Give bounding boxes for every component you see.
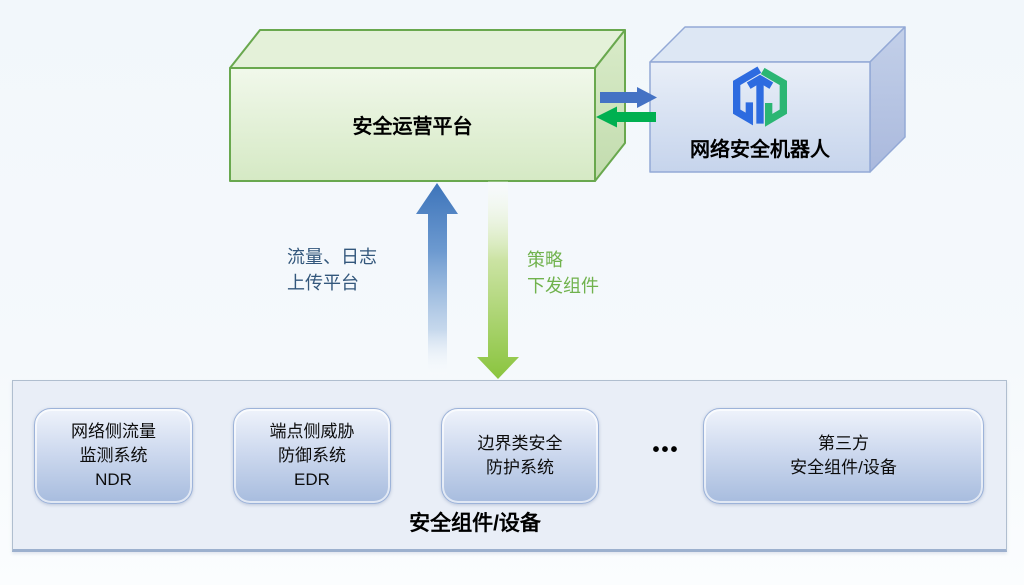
arrow-up-blue — [416, 183, 458, 378]
platform-box-top — [229, 29, 626, 69]
upload-flow-label: 流量、日志 上传平台 — [287, 244, 377, 296]
upload-flow-label-line2: 上传平台 — [287, 273, 359, 293]
component-box-ndr-line1: 网络侧流量 — [71, 422, 156, 441]
component-box-edr-line1: 端点侧威胁 — [269, 422, 355, 441]
robot-box-label: 网络安全机器人 — [690, 139, 830, 161]
component-box-thirdparty-line1: 第三方 — [818, 434, 869, 453]
dispatch-flow-label-line2: 下发组件 — [527, 276, 599, 296]
components-panel: 网络侧流量 监测系统 NDR 端点侧威胁 防御系统 EDR 边界类安全 防护系统… — [12, 380, 1007, 552]
component-box-edr-line3: EDR — [294, 470, 330, 489]
component-box-ndr: 网络侧流量 监测系统 NDR — [34, 408, 193, 504]
upload-flow-label-line1: 流量、日志 — [287, 247, 377, 267]
arrow-down-green — [477, 181, 519, 379]
component-box-ndr-line3: NDR — [95, 470, 132, 489]
robot-box-content: 网络安全机器人 — [650, 62, 870, 172]
arrow-left-green — [596, 106, 656, 128]
component-box-ndr-line2: 监测系统 — [79, 446, 148, 465]
component-box-boundary-line2: 防护系统 — [486, 458, 554, 477]
component-box-thirdparty-line2: 安全组件/设备 — [790, 458, 897, 477]
dispatch-flow-label-line1: 策略 — [527, 250, 563, 270]
components-panel-label: 安全组件/设备 — [409, 512, 541, 535]
arrow-right-blue — [600, 87, 657, 108]
component-box-boundary: 边界类安全 防护系统 — [441, 408, 599, 504]
component-box-boundary-line1: 边界类安全 — [477, 434, 563, 453]
component-box-edr: 端点侧威胁 防御系统 EDR — [233, 408, 391, 504]
robot-logo-icon — [733, 66, 787, 127]
dispatch-flow-label: 策略 下发组件 — [527, 247, 599, 299]
component-box-thirdparty: 第三方 安全组件/设备 — [703, 408, 984, 504]
platform-box-label: 安全运营平台 — [352, 116, 473, 138]
ellipsis-dots: ••• — [652, 439, 680, 461]
platform-box-front — [229, 67, 596, 182]
robot-box-top — [649, 26, 906, 63]
component-box-edr-line2: 防御系统 — [278, 446, 346, 465]
